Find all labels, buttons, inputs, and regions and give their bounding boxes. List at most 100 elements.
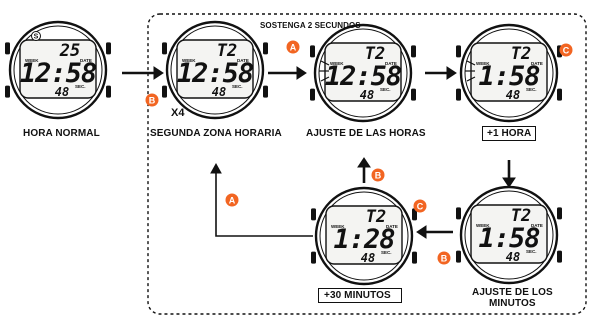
watch-side-button (106, 42, 111, 55)
label-second-zone: SEGUNDA ZONA HORARIA (150, 128, 282, 139)
button-badge-b: B (145, 93, 159, 107)
watch-main-display: 1:28 (333, 224, 394, 255)
watch-sec-label: SEC. (380, 87, 391, 92)
watch-side-button (456, 250, 461, 263)
arrow-head (296, 66, 307, 80)
watch-bezel-inner (13, 25, 103, 115)
watch-main-display: 12:58 (177, 58, 253, 89)
dashed-enclosure (147, 13, 587, 315)
watch-side-button (310, 88, 315, 101)
label-plus-one-hour: +1 HORA (482, 126, 537, 141)
watch-main-display: 12:58 (325, 61, 401, 92)
label-normal-time: HORA NORMAL (23, 128, 100, 139)
button-badge-letter: B (441, 253, 448, 263)
watch-week-label: WEEK (25, 58, 39, 63)
watch-top-display: T2 (365, 44, 385, 64)
button-badge-a: A (225, 193, 239, 207)
watch-side-button (411, 45, 416, 58)
arrow-head (210, 162, 222, 174)
watch-side-button (412, 251, 417, 264)
watch-side-button (5, 42, 10, 55)
watch-seconds-display: 48 (361, 251, 375, 265)
watch-main-display: 1:58 (478, 61, 539, 92)
watch-side-button (263, 85, 268, 98)
watch-side-button (311, 208, 316, 221)
watch-top-display: T2 (511, 206, 531, 226)
watch-side-button (5, 85, 10, 98)
watch-seconds-display: 48 (360, 88, 374, 102)
watch-screen (325, 205, 403, 265)
arrow-head (446, 66, 457, 80)
label-plus-thirty-box (318, 288, 402, 303)
button-badge-letter: C (563, 45, 570, 55)
watch-bezel-inner (464, 190, 554, 280)
watch-sec-label: SEC. (75, 84, 86, 89)
label-hour-adjust: AJUSTE DE LAS HORAS (306, 128, 426, 139)
watch-side-button (557, 88, 562, 101)
watch-bezel-inner (318, 28, 408, 118)
button-badge-letter: A (290, 42, 297, 52)
repeat-note: X4 (171, 107, 185, 119)
watch-seconds-display: 48 (506, 88, 520, 102)
button-badge-c: C (559, 43, 573, 57)
watch-main-display: 12:58 (20, 58, 96, 89)
button-badge-c: C (413, 199, 427, 213)
watch-side-button (412, 208, 417, 221)
button-badge-letter: C (417, 201, 424, 211)
watch-seconds-display: 48 (55, 85, 69, 99)
watch-date-label: DATE (531, 61, 543, 66)
watch-sec-label: SEC. (526, 87, 537, 92)
label-minute-adjust-line2: MINUTOS (489, 298, 536, 309)
button-badge-circle (413, 199, 427, 213)
arrow-head (502, 177, 516, 188)
watch-side-button (311, 251, 316, 264)
blink-indicator (320, 76, 330, 82)
button-badge-circle (437, 251, 451, 265)
arrow-head (153, 66, 164, 80)
watch-date-label: DATE (531, 223, 543, 228)
watch-side-button (162, 85, 167, 98)
watch-sec-label: SEC. (526, 249, 537, 254)
button-badge-circle (225, 193, 239, 207)
watch-side-button (456, 45, 461, 58)
watch-sec-label: SEC. (232, 84, 243, 89)
button-badge-letter: B (149, 95, 156, 105)
watch-week-label: WEEK (476, 223, 490, 228)
watch-mode-letter: S (34, 34, 39, 41)
watch-side-button (411, 88, 416, 101)
hold-note: SOSTENGA 2 SECUNDOS (260, 21, 361, 30)
watch-side-button (106, 85, 111, 98)
watch-top-display: T2 (511, 44, 531, 64)
flow-arrows (122, 66, 516, 239)
watch-side-button (557, 250, 562, 263)
blink-indicator (466, 76, 476, 82)
label-plus-thirty-minutes: +30 MINUTOS (324, 290, 391, 301)
watch-week-label: WEEK (476, 61, 490, 66)
blink-indicator (466, 60, 476, 66)
watch-date-label: DATE (237, 58, 249, 63)
watch-side-button (557, 207, 562, 220)
watch-side-button (456, 207, 461, 220)
watch-top-display: T2 (217, 41, 237, 61)
arrow-head (416, 225, 427, 239)
watch-seconds-display: 48 (506, 250, 520, 264)
watch-week-label: WEEK (331, 224, 345, 229)
watch-side-button (162, 42, 167, 55)
watch-screen (176, 39, 254, 99)
button-badge-a: A (286, 40, 300, 54)
blink-indicator (320, 60, 330, 66)
watch-screen (324, 42, 402, 102)
arrow-head (357, 157, 371, 168)
watch-week-label: WEEK (330, 61, 344, 66)
watch-bezel-inner (319, 191, 409, 281)
watch-date-label: DATE (80, 58, 92, 63)
button-badge-circle (145, 93, 159, 107)
watch-side-button (310, 45, 315, 58)
